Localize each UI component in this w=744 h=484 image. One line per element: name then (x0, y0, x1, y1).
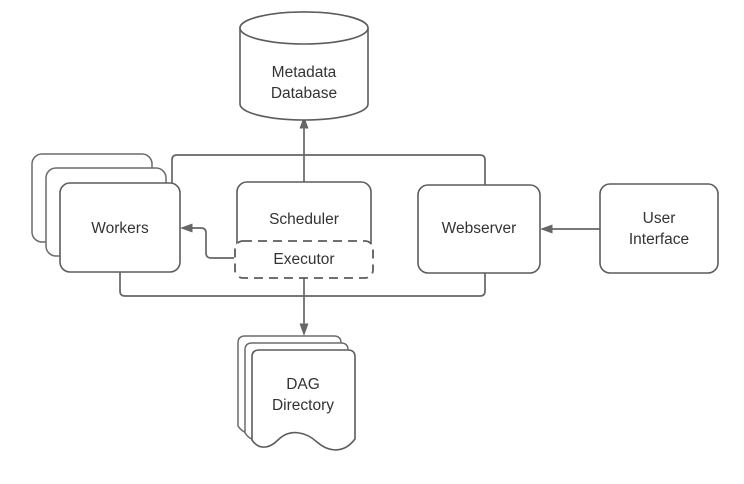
connector-executor-to-workers (180, 223, 234, 259)
workers-label: Workers (91, 220, 149, 237)
workers-stack-layer-1 (59, 182, 181, 273)
node-executor[interactable]: Executor (234, 240, 374, 279)
dag-directory-label-line2: Directory (272, 397, 334, 414)
node-metadata-database[interactable]: Metadata Database (239, 11, 369, 121)
executor-box (234, 240, 374, 279)
user-interface-label-line2: Interface (629, 231, 689, 248)
node-webserver[interactable]: Webserver (417, 184, 541, 274)
webserver-box (417, 184, 541, 274)
metadata-database-label-line1: Metadata (272, 64, 337, 81)
user-interface-box (599, 183, 719, 274)
connector-workers-webserver-bottom-bus (119, 272, 486, 336)
executor-label: Executor (273, 251, 334, 268)
executor-fill (235, 241, 373, 278)
node-user-interface[interactable]: User Interface (599, 183, 719, 274)
node-workers[interactable]: Workers (31, 153, 181, 273)
webserver-label: Webserver (442, 220, 517, 237)
dag-directory-stack-layer-1 (251, 349, 356, 451)
scheduler-label: Scheduler (269, 211, 339, 228)
connector-scheduler-to-database (299, 116, 309, 182)
connector-workers-webserver-top-bus (171, 154, 486, 196)
node-dag-directory[interactable]: DAG Directory (237, 335, 356, 451)
user-interface-label-line1: User (643, 210, 676, 227)
metadata-database-label-line2: Database (271, 85, 337, 102)
dag-directory-label-line1: DAG (286, 376, 320, 393)
connector-user-interface-to-webserver (540, 224, 600, 234)
